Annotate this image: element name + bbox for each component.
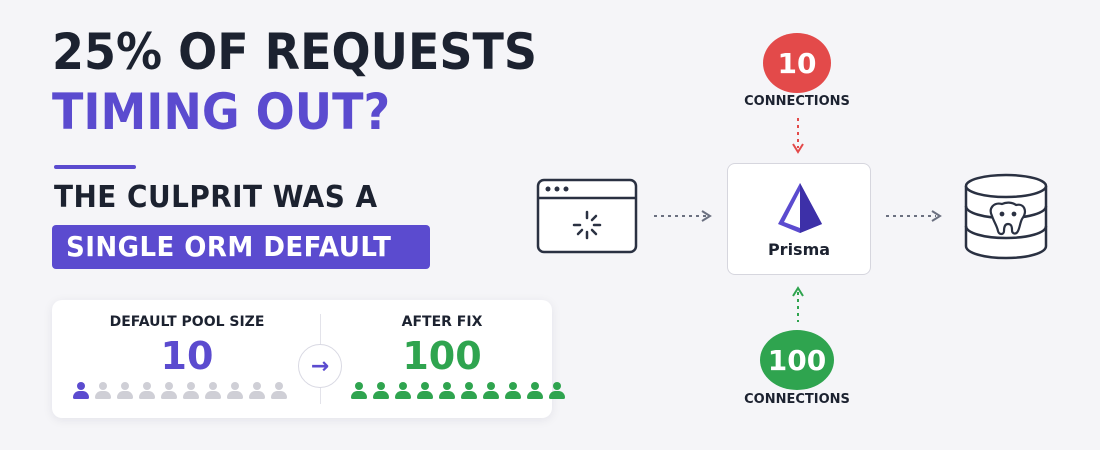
person-icon [248,382,266,400]
person-icon [372,382,390,400]
person-icon [548,382,566,400]
after-people-row [350,382,566,400]
person-icon [160,382,178,400]
postgres-database-icon [964,173,1048,260]
accent-divider [54,165,136,169]
person-icon [504,382,522,400]
top-connections-label: CONNECTIONS [744,94,850,109]
person-icon [350,382,368,400]
pool-size-comparison-card: DEFAULT POOL SIZE 10 → AFTER FIX 100 [52,300,565,418]
person-icon [460,382,478,400]
person-icon [394,382,412,400]
person-icon [204,382,222,400]
person-icon [72,382,90,400]
person-icon [526,382,544,400]
before-value: 10 [160,334,214,378]
person-icon [416,382,434,400]
after-value: 100 [402,334,482,378]
browser-window-icon [536,178,638,254]
subtitle-highlight: SINGLE ORM DEFAULT [52,225,430,269]
person-icon [116,382,134,400]
bottom-connections-badge: 100 [760,330,834,390]
bottom-connections-label: CONNECTIONS [744,392,850,407]
orm-name: Prisma [767,240,831,259]
headline: 25% OF REQUESTS TIMING OUT? [52,22,537,142]
before-people-row [72,382,288,400]
person-icon [270,382,288,400]
person-icon [182,382,200,400]
prisma-orm-box: Prisma [727,163,871,275]
person-icon [438,382,456,400]
connection-diagram: 10 CONNECTIONS 100 CONNECTIONS [520,0,1100,450]
subtitle-highlight-text: SINGLE ORM DEFAULT [66,230,392,263]
person-icon [226,382,244,400]
person-icon [482,382,500,400]
headline-line-2: TIMING OUT? [52,83,391,141]
subtitle-line: THE CULPRIT WAS A [54,180,378,215]
diagram-arrows [654,118,942,322]
top-connections-badge: 10 [763,33,831,93]
person-icon [94,382,112,400]
after-label: AFTER FIX [401,314,483,330]
person-icon [138,382,156,400]
prisma-logo-icon [778,183,822,233]
headline-line-1: 25% OF REQUESTS [52,23,538,81]
arrow-right-icon: → [298,344,342,388]
before-label: DEFAULT POOL SIZE [109,314,265,330]
